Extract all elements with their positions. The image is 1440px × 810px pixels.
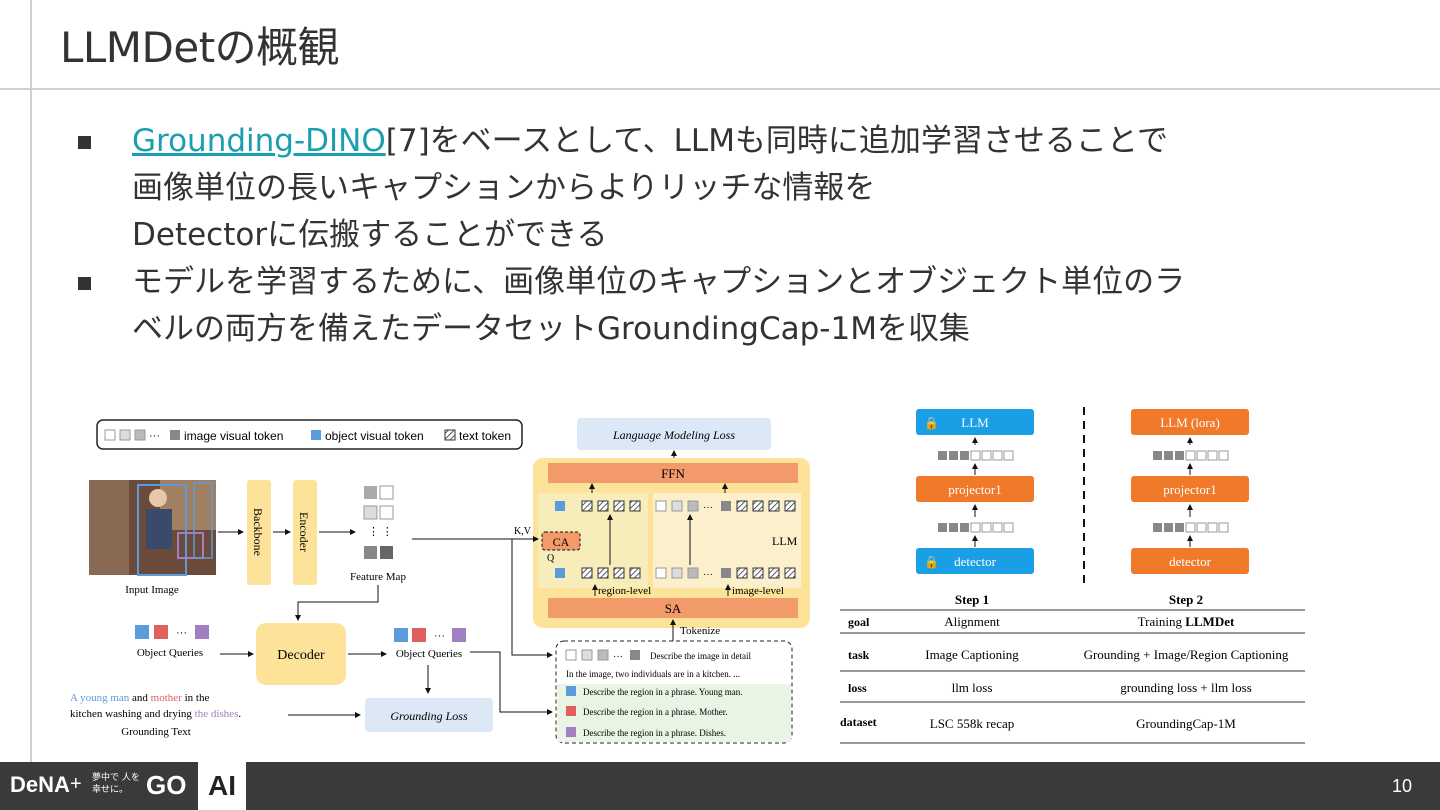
prompt-region-1: Describe the region in a phrase. Young m… xyxy=(583,687,742,697)
step1-detector: detector xyxy=(954,554,997,569)
bullet-item: Grounding-DINO[7]をベースとして、LLMも同時に追加学習させるこ… xyxy=(74,118,1394,259)
row-loss-s1: llm loss xyxy=(952,680,993,695)
step1-llm: LLM xyxy=(961,415,989,430)
col-step1: Step 1 xyxy=(955,592,989,607)
prompt-region-2: Describe the region in a phrase. Mother. xyxy=(583,707,727,717)
grounding-text-a: A young man xyxy=(70,692,130,704)
svg-text:kitchen washing and drying the: kitchen washing and drying the dishes. xyxy=(70,708,241,720)
row-loss-s2: grounding loss + llm loss xyxy=(1120,680,1252,695)
row-task-key: task xyxy=(848,648,870,662)
lock-icon: 🔒 xyxy=(924,555,939,569)
grounding-dino-link[interactable]: Grounding-DINO xyxy=(132,123,386,159)
row-goal-s1: Alignment xyxy=(944,614,1000,629)
svg-text:···: ··· xyxy=(149,430,160,442)
bullet-text: [7]をベースとして、LLMも同時に追加学習させることで xyxy=(385,123,1169,159)
row-task-s2: Grounding + Image/Region Captioning xyxy=(1084,647,1289,662)
svg-text:···: ··· xyxy=(434,630,445,642)
row-dataset-s1: LSC 558k recap xyxy=(930,716,1014,731)
row-dataset-key: dataset xyxy=(840,715,877,729)
footer-bar: DeNA + 夢中で 人を幸せに。 GO AI 10 xyxy=(0,762,1440,810)
footer-plus: + xyxy=(70,773,82,795)
bullet-text: 画像単位の長いキャプションからよりリッチな情報を xyxy=(132,170,876,206)
row-goal-s2: Training xyxy=(1138,614,1186,629)
backbone-label: Backbone xyxy=(251,508,265,556)
title-divider xyxy=(0,88,1440,90)
col-step2: Step 2 xyxy=(1169,592,1203,607)
legend-object-token: object visual token xyxy=(325,429,424,443)
lock-icon: 🔒 xyxy=(924,416,939,430)
sa-label: SA xyxy=(665,601,682,616)
image-level-label: image-level xyxy=(732,585,784,597)
bullet-text: ベルの両方を備えたデータセットGroundingCap-1Mを収集 xyxy=(132,311,970,347)
ca-label: CA xyxy=(553,535,570,549)
lm-loss-label: Language Modeling Loss xyxy=(612,428,735,442)
row-loss-key: loss xyxy=(848,681,867,695)
page-number: 10 xyxy=(1391,776,1412,796)
bullet-text: モデルを学習するために、画像単位のキャプションとオブジェクト単位のラ xyxy=(132,264,1186,300)
grounding-text-period: . xyxy=(238,708,241,720)
step2-projector: projector1 xyxy=(1163,482,1216,497)
left-rule xyxy=(30,0,32,762)
svg-text:A young man and mother in the: A young man and mother in the xyxy=(70,692,209,704)
bullet-list: Grounding-DINO[7]をベースとして、LLMも同時に追加学習させるこ… xyxy=(74,118,1394,353)
step2-llm: LLM (lora) xyxy=(1160,415,1220,430)
training-steps-figure: 🔒 LLM projector1 🔒 detector LLM (lora) p… xyxy=(840,407,1305,744)
feature-map-label: Feature Map xyxy=(350,571,406,583)
decoder-label: Decoder xyxy=(277,648,325,663)
legend-text-token: text token xyxy=(459,429,511,443)
svg-text:···: ··· xyxy=(613,651,623,662)
grounding-text-label: Grounding Text xyxy=(121,726,191,738)
input-image-label: Input Image xyxy=(125,584,179,596)
kv-label: K,V xyxy=(514,526,532,537)
encoder-label: Encoder xyxy=(297,512,311,552)
grounding-text-line2: kitchen washing and drying xyxy=(70,708,195,720)
go-logo: GO xyxy=(146,770,187,800)
bullet-text: Detectorに伝搬することができる xyxy=(132,217,608,253)
grounding-text-dishes: the dishes xyxy=(195,708,239,720)
prompt-caption: In the image, two individuals are in a k… xyxy=(566,669,740,679)
legend-image-token: image visual token xyxy=(184,429,283,443)
region-level-label: region-level xyxy=(598,585,651,597)
token-legend: ··· image visual token object visual tok… xyxy=(96,419,523,450)
slide-title: LLMDetの概観 xyxy=(60,23,340,72)
footer-tagline: 夢中で 人を幸せに。 xyxy=(92,773,140,795)
tokenize-label: Tokenize xyxy=(680,625,720,637)
svg-text:⋮ ⋮: ⋮ ⋮ xyxy=(368,526,393,538)
row-dataset-s2: GroundingCap-1M xyxy=(1136,716,1236,731)
svg-text:···: ··· xyxy=(703,569,713,580)
grounding-loss-label: Grounding Loss xyxy=(390,709,468,723)
prompt-image: Describe the image in detail xyxy=(650,651,751,661)
svg-text:Training LLMDet: Training LLMDet xyxy=(1138,614,1235,629)
architecture-figure: ··· image visual token object visual tok… xyxy=(70,418,810,744)
svg-text:···: ··· xyxy=(176,627,187,639)
llm-label: LLM xyxy=(772,534,798,548)
bullet-square-icon xyxy=(78,277,91,290)
row-goal-key: goal xyxy=(848,615,870,629)
grounding-text-and: and xyxy=(129,692,150,704)
bullet-square-icon xyxy=(78,136,91,149)
step2-detector: detector xyxy=(1169,554,1212,569)
q-label: Q xyxy=(547,553,555,564)
bullet-item: モデルを学習するために、画像単位のキャプションとオブジェクト単位のラ ベルの両方… xyxy=(74,259,1394,353)
row-task-s1: Image Captioning xyxy=(925,647,1019,662)
grounding-text-in: in the xyxy=(182,692,210,704)
ai-badge: AI xyxy=(198,762,246,810)
svg-text:···: ··· xyxy=(703,502,713,513)
ffn-label: FFN xyxy=(661,466,685,481)
step1-projector: projector1 xyxy=(948,482,1001,497)
input-image xyxy=(89,480,216,576)
grounding-text-mother: mother xyxy=(151,692,182,704)
prompt-region-3: Describe the region in a phrase. Dishes. xyxy=(583,728,726,738)
dena-logo: DeNA xyxy=(10,772,70,797)
object-queries-in-label: Object Queries xyxy=(137,647,203,659)
object-queries-out-label: Object Queries xyxy=(396,648,462,660)
row-goal-s2-bold: LLMDet xyxy=(1185,614,1235,629)
